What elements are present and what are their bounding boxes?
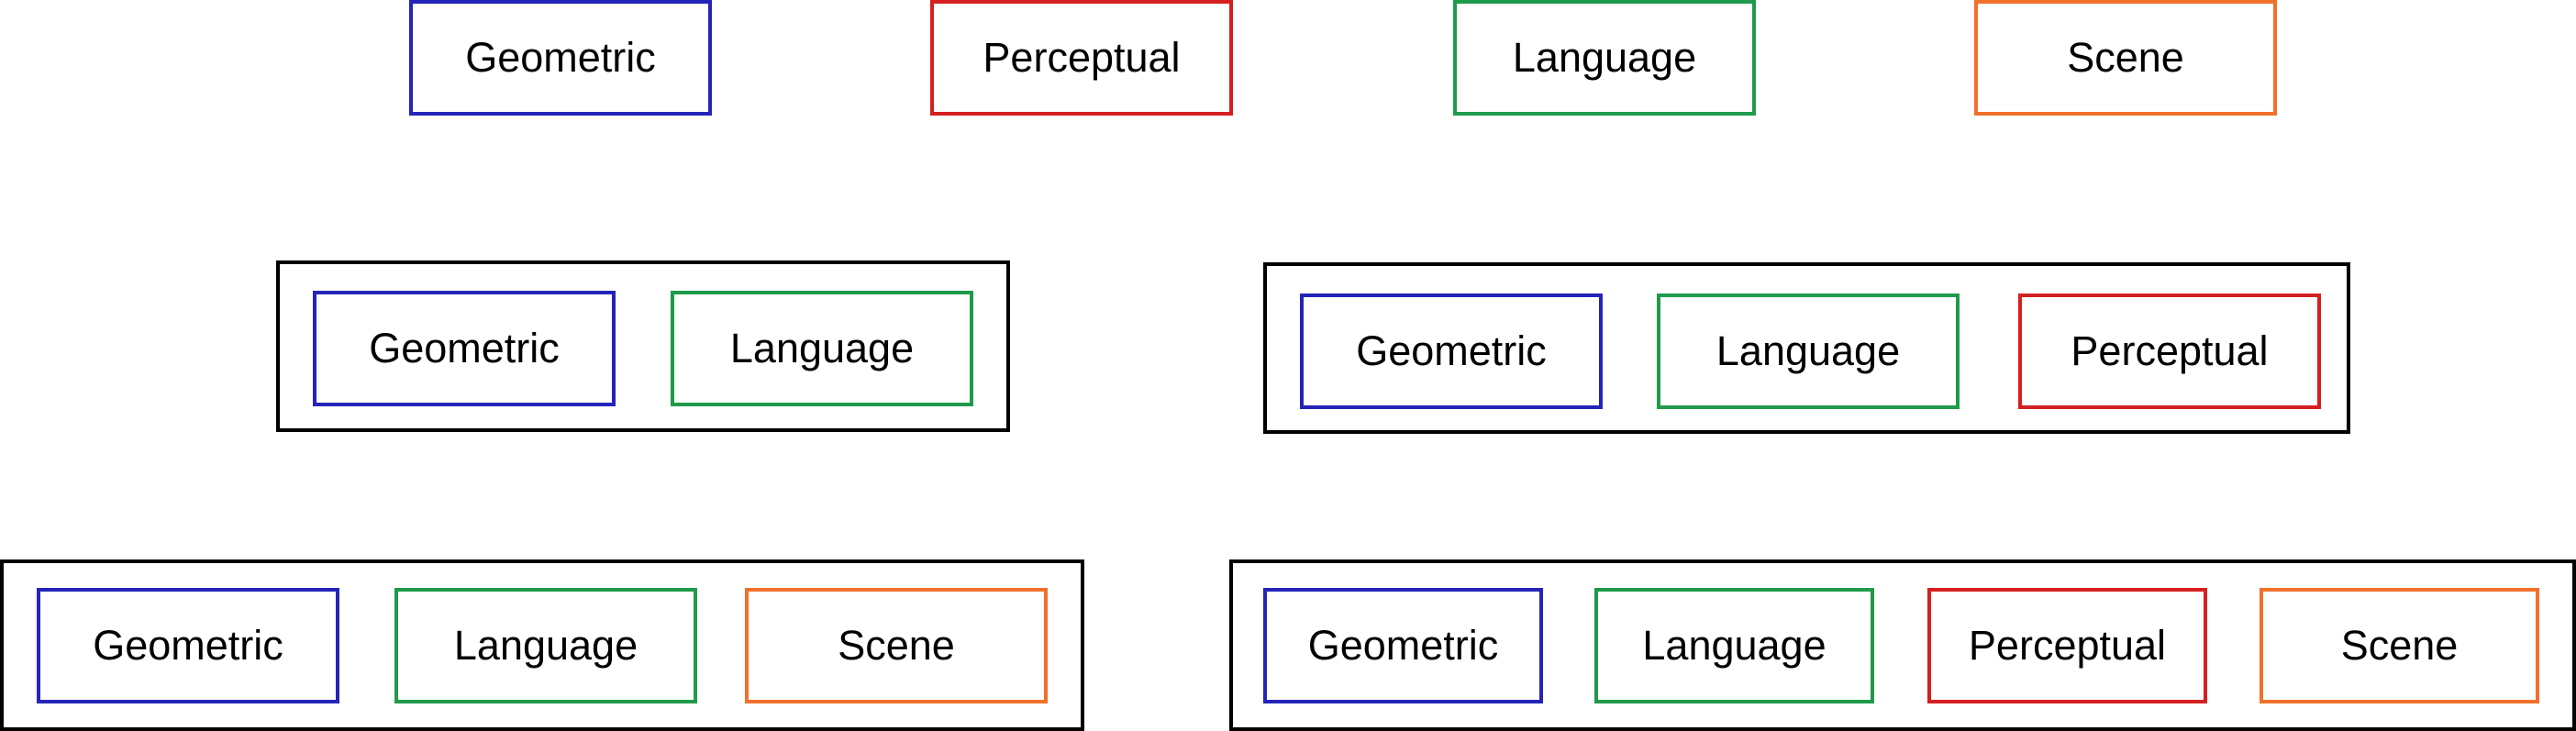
scene-module: Scene	[1974, 0, 2277, 116]
perceptual-module: Perceptual	[930, 0, 1233, 116]
combo-all-language: Language	[1594, 588, 1874, 703]
language-module: Language	[1453, 0, 1756, 116]
combo-geometric-language-language: Language	[671, 291, 973, 406]
combo-all-scene: Scene	[2260, 588, 2539, 703]
combo-geo-lang-perc-language: Language	[1657, 294, 1960, 409]
combo-geometric-language-geometric: Geometric	[313, 291, 616, 406]
combo-geo-lang-perc-perceptual: Perceptual	[2018, 294, 2321, 409]
combo-geo-lang-scene-geometric: Geometric	[37, 588, 339, 703]
combo-all-geometric: Geometric	[1263, 588, 1543, 703]
combo-geo-lang-scene-language: Language	[394, 588, 697, 703]
combo-geo-lang-scene-scene: Scene	[745, 588, 1048, 703]
combo-geo-lang-perc-geometric: Geometric	[1300, 294, 1603, 409]
combo-all-perceptual: Perceptual	[1927, 588, 2207, 703]
geometric-module: Geometric	[409, 0, 712, 116]
